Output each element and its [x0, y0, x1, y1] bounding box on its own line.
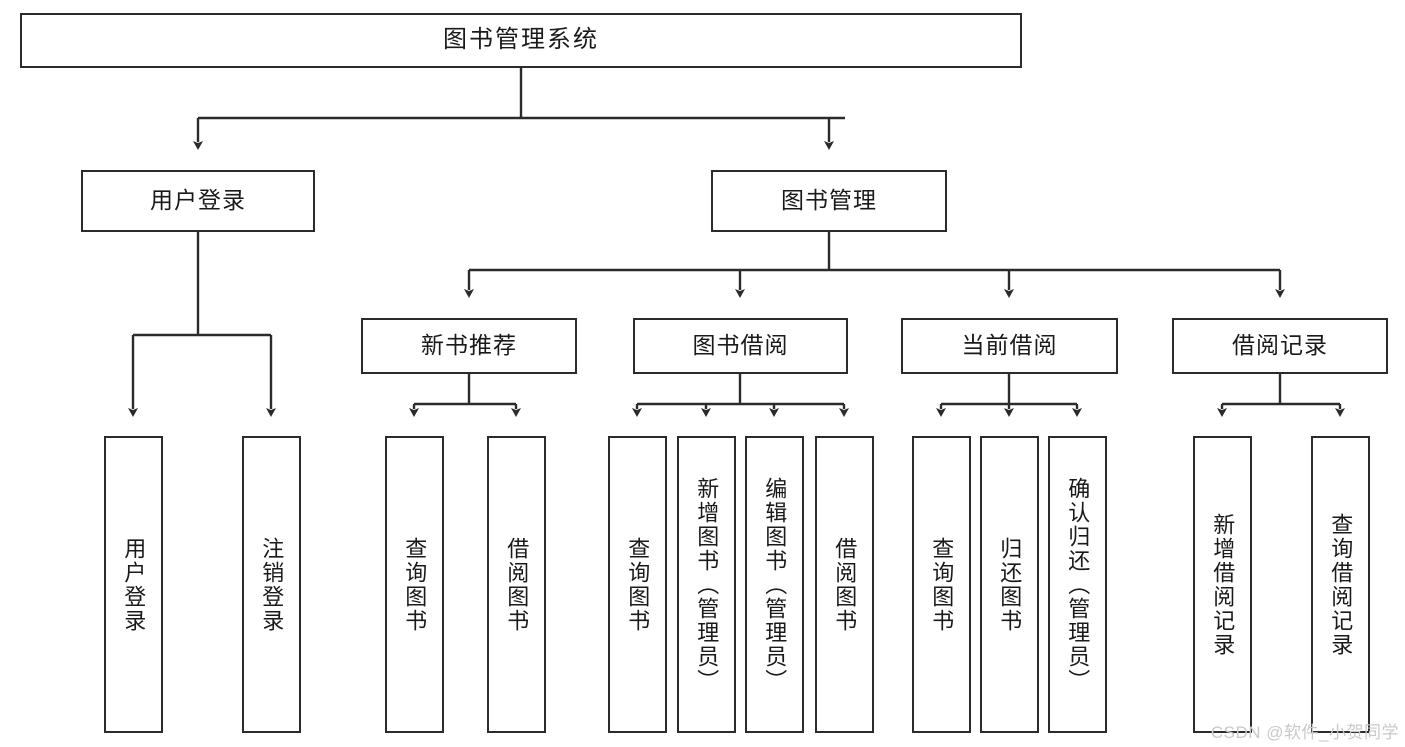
- node-book-manage-label: 图书管理: [781, 187, 877, 214]
- node-leaf-add-book-label: 新增图书（管理员）: [694, 476, 720, 693]
- node-leaf-query-book-2-label: 查询图书: [625, 536, 651, 633]
- node-leaf-add-record-label: 新增借阅记录: [1210, 512, 1236, 657]
- node-leaf-edit-book-label: 编辑图书（管理员）: [762, 476, 788, 693]
- node-book-borrow[interactable]: 图书借阅: [633, 318, 848, 374]
- node-leaf-borrow-book-1-label: 借阅图书: [504, 536, 530, 633]
- node-leaf-edit-book[interactable]: 编辑图书（管理员）: [745, 436, 804, 733]
- node-borrow-record[interactable]: 借阅记录: [1172, 318, 1388, 374]
- node-leaf-logout-login[interactable]: 注销登录: [242, 436, 301, 733]
- node-leaf-borrow-book-2[interactable]: 借阅图书: [815, 436, 874, 733]
- node-leaf-user-login-label: 用户登录: [121, 536, 147, 633]
- node-current-borrow[interactable]: 当前借阅: [901, 318, 1118, 374]
- node-leaf-return-book-label: 归还图书: [997, 536, 1023, 633]
- node-book-manage[interactable]: 图书管理: [711, 170, 947, 232]
- node-new-book-recommend-label: 新书推荐: [421, 332, 517, 359]
- node-leaf-query-book-3[interactable]: 查询图书: [912, 436, 971, 733]
- node-root-label: 图书管理系统: [443, 26, 599, 54]
- node-current-borrow-label: 当前借阅: [961, 332, 1058, 359]
- node-leaf-query-book-1-label: 查询图书: [402, 536, 428, 633]
- node-new-book-recommend[interactable]: 新书推荐: [361, 318, 577, 374]
- node-leaf-add-record[interactable]: 新增借阅记录: [1193, 436, 1252, 733]
- node-root[interactable]: 图书管理系统: [20, 13, 1022, 68]
- node-leaf-query-book-2[interactable]: 查询图书: [608, 436, 667, 733]
- node-user-login[interactable]: 用户登录: [81, 170, 315, 232]
- node-leaf-query-record-label: 查询借阅记录: [1328, 512, 1354, 657]
- node-leaf-borrow-book-1[interactable]: 借阅图书: [487, 436, 546, 733]
- node-leaf-logout-login-label: 注销登录: [259, 536, 285, 633]
- node-leaf-query-book-1[interactable]: 查询图书: [385, 436, 444, 733]
- node-leaf-return-book[interactable]: 归还图书: [980, 436, 1039, 733]
- node-book-borrow-label: 图书借阅: [692, 332, 789, 359]
- node-leaf-confirm-return-label: 确认归还（管理员）: [1065, 476, 1091, 693]
- node-borrow-record-label: 借阅记录: [1232, 332, 1328, 359]
- csdn-watermark: CSDN @软件_小贺同学: [1210, 723, 1399, 742]
- node-leaf-user-login[interactable]: 用户登录: [104, 436, 163, 733]
- node-leaf-query-record[interactable]: 查询借阅记录: [1311, 436, 1370, 733]
- node-leaf-query-book-3-label: 查询图书: [929, 536, 955, 633]
- node-user-login-label: 用户登录: [150, 187, 246, 214]
- node-leaf-add-book[interactable]: 新增图书（管理员）: [677, 436, 736, 733]
- node-leaf-borrow-book-2-label: 借阅图书: [832, 536, 858, 633]
- node-leaf-confirm-return[interactable]: 确认归还（管理员）: [1048, 436, 1107, 733]
